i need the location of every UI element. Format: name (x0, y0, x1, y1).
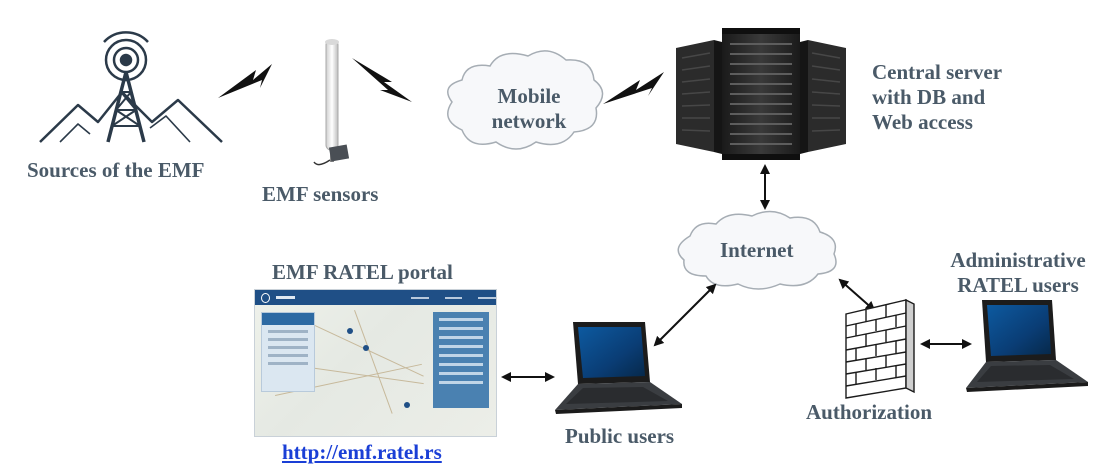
internet-cloud-icon (677, 210, 837, 290)
portal-header-bar (255, 290, 496, 305)
portal-nav-item (478, 296, 496, 299)
emf-ratel-portal-screenshot (254, 289, 497, 437)
mobile-network-label: Mobile network (474, 84, 584, 134)
sensors-label: EMF sensors (262, 182, 379, 206)
central-server-label-line: Web access (872, 110, 973, 134)
internet-firewall-arrow (838, 278, 876, 312)
portal-right-panel (433, 312, 489, 408)
portal-logo-icon (261, 292, 271, 303)
admin-users-label: Administrative RATEL users (938, 248, 1098, 298)
lightning-icon-3 (603, 72, 664, 104)
map-pin-icon (347, 328, 353, 334)
server-rack-icon (676, 28, 846, 160)
lightning-icon-1 (218, 64, 272, 98)
authorization-label: Authorization (806, 400, 932, 424)
radio-tower-icon (39, 31, 223, 143)
central-server-label-line: Central server (872, 60, 1003, 84)
public-users-label: Public users (565, 424, 675, 448)
mobile-network-label-line: Mobile (497, 84, 561, 108)
map-pin-icon (404, 402, 410, 408)
emf-sensor-probe-icon (313, 39, 350, 166)
internet-label: Internet (720, 238, 794, 262)
public-laptop-icon (555, 322, 682, 414)
admin-users-label-line: Administrative (950, 248, 1086, 272)
portal-title-label: EMF RATEL portal (272, 260, 453, 284)
portal-url-link[interactable]: http://emf.ratel.rs (282, 440, 442, 464)
lightning-icon-2 (352, 58, 412, 102)
portal-nav-item (444, 296, 463, 299)
internet-public-arrow (653, 283, 717, 347)
map-pin-icon (363, 345, 369, 351)
portal-nav-item (411, 296, 429, 299)
mobile-network-label-line: network (491, 109, 567, 133)
portal-brand-mark (276, 296, 296, 299)
admin-laptop-icon (966, 300, 1088, 392)
admin-users-label-line: RATEL users (957, 273, 1079, 297)
mobile-network-cloud-icon (447, 50, 604, 150)
central-server-label: Central server with DB and Web access (872, 60, 1002, 135)
portal-left-panel (261, 312, 315, 392)
firewall-brick-icon (845, 298, 915, 399)
sources-label: Sources of the EMF (27, 158, 205, 182)
central-server-label-line: with DB and (872, 85, 986, 109)
